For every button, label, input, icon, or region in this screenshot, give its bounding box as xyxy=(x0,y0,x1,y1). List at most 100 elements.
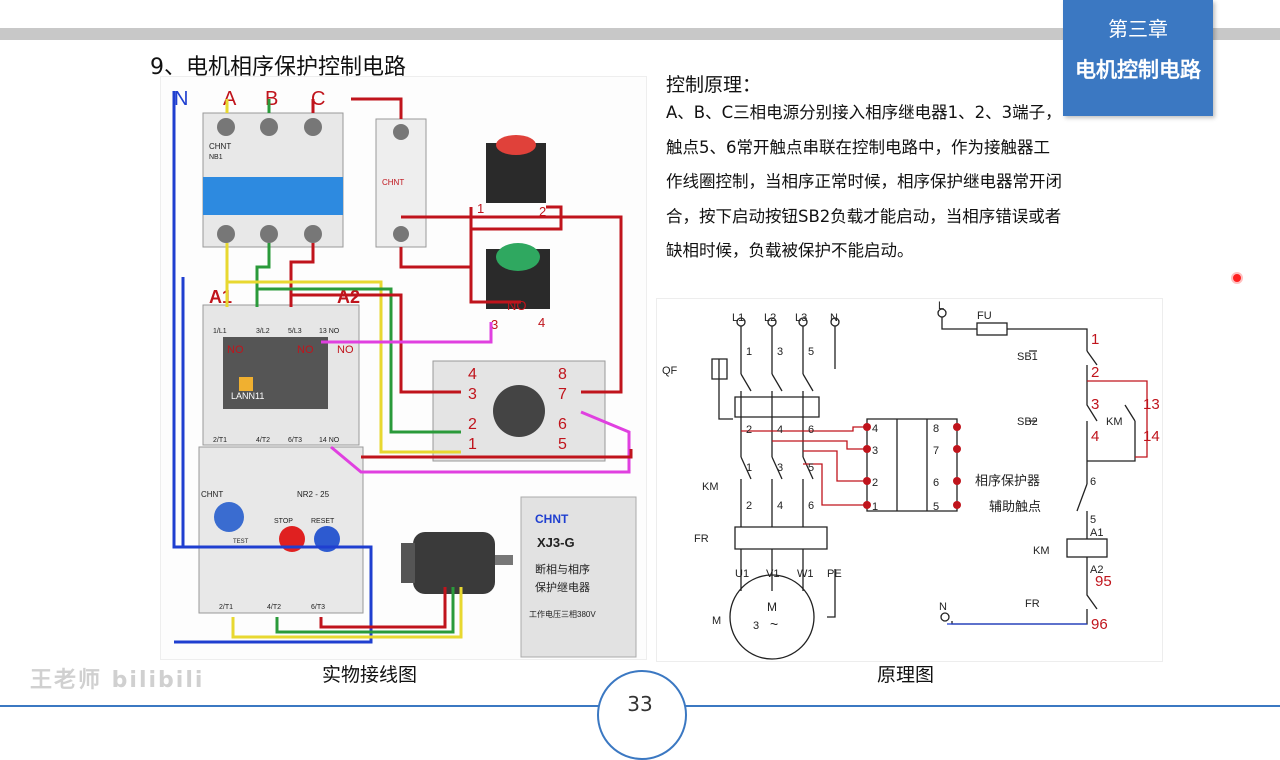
motor-three: 3 xyxy=(753,620,759,632)
wiring-illustration: N A B C CHNT NB1 CHNT 1 2 NO 3 4 A1 A2 1… xyxy=(172,88,637,658)
relay-pin: 5 xyxy=(933,501,939,513)
ctrl-number-red: 3 xyxy=(1091,396,1099,413)
relay-desc: 断相与相序 xyxy=(535,562,590,576)
chapter-title: 电机控制电路 xyxy=(1075,58,1201,82)
breaker-brand: CHNT xyxy=(209,142,231,151)
overload-model: NR2 - 25 xyxy=(297,490,330,499)
contactor-terminal: 5/L3 xyxy=(288,328,302,335)
phase-label: B xyxy=(265,88,278,110)
contactor-terminal: 14 NO xyxy=(319,437,340,444)
power-label: N xyxy=(830,312,838,324)
contactor-terminal: 13 NO xyxy=(319,328,340,335)
ctrl-km-coil-label: KM xyxy=(1033,545,1050,557)
ctrl-sb1-label: SB1 xyxy=(1017,351,1038,363)
relay-model: XJ3-G xyxy=(537,535,575,550)
no-mark: NO xyxy=(227,344,244,356)
terminal-number: 4 xyxy=(777,500,783,512)
ctrl-number-red: 4 xyxy=(1091,428,1099,445)
relay-desc: 保护继电器 xyxy=(535,580,590,594)
terminal-number: 3 xyxy=(777,462,783,474)
wires xyxy=(172,91,633,644)
km-label: KM xyxy=(702,481,719,493)
overload-brand: CHNT xyxy=(201,490,223,499)
terminal-number: 4 xyxy=(777,424,783,436)
ctrl-number-red: 95 xyxy=(1095,573,1112,590)
relay-pin: 6 xyxy=(933,477,939,489)
ctrl-number-red: 96 xyxy=(1091,616,1108,633)
overload-terminal: 4/T2 xyxy=(267,604,281,611)
terminal-number: 6 xyxy=(808,500,814,512)
power-label: L2 xyxy=(764,312,776,324)
terminal-number: 2 xyxy=(746,424,752,436)
ctrl-km-contact-label: KM xyxy=(1106,416,1123,428)
stop-button-sb1: 1 2 xyxy=(477,135,546,219)
qf-label: QF xyxy=(662,365,678,377)
overload-relay: CHNT NR2 - 25 STOP RESET TEST 2/T1 4/T2 … xyxy=(198,446,364,614)
overload-terminal: 6/T3 xyxy=(311,604,325,611)
overload-terminal: 2/T1 xyxy=(219,604,233,611)
socket-number: 5 xyxy=(558,436,567,453)
motor-terminal: W1 xyxy=(797,568,814,580)
ctrl-number: 6 xyxy=(1090,476,1096,488)
ctrl-number: A1 xyxy=(1090,527,1103,539)
relay-pin: 7 xyxy=(933,445,939,457)
button-no-label: NO xyxy=(507,298,527,313)
start-button-sb2: NO 3 4 xyxy=(486,243,550,332)
ctrl-l-label: L xyxy=(938,300,944,312)
relay-pin: 3 xyxy=(872,445,878,457)
contactor-terminal: 1/L1 xyxy=(213,328,227,335)
button-terminal: 2 xyxy=(539,204,546,219)
laser-pointer-icon xyxy=(1231,272,1243,284)
terminal-number: 5 xyxy=(808,462,814,474)
page-number: 33 xyxy=(627,692,653,716)
ctrl-fr-label: FR xyxy=(1025,598,1040,610)
chapter-number: 第三章 xyxy=(1108,17,1168,41)
power-label: L1 xyxy=(732,312,744,324)
phase-sequence-relay: CHNT XJ3-G 断相与相序 保护继电器 工作电压三相380V xyxy=(520,496,637,658)
terminal-number: 5 xyxy=(808,346,814,358)
no-mark: NO xyxy=(297,344,314,356)
motor-side-label: M xyxy=(712,615,721,627)
socket-number: 8 xyxy=(558,366,567,383)
terminal-number: 3 xyxy=(777,346,783,358)
no-mark: NO xyxy=(337,344,354,356)
button-terminal: 3 xyxy=(491,317,498,332)
circuit-breaker: CHNT NB1 xyxy=(202,112,344,248)
principle-heading: 控制原理： xyxy=(666,74,762,96)
breaker-model: NB1 xyxy=(209,154,223,161)
schematic-diagram: L1 L2 L3 N 1 3 5 2 4 6 1 3 5 2 4 6 QF KM… xyxy=(656,298,1163,662)
contactor-coil-label: A1 xyxy=(209,287,232,307)
ctrl-relay-label: 辅助触点 xyxy=(989,499,1041,514)
relay-pin: 4 xyxy=(872,423,878,435)
ctrl-number: 5 xyxy=(1090,514,1096,526)
contactor-terminal: 4/T2 xyxy=(256,437,270,444)
top-bar xyxy=(0,28,1280,40)
socket-number: 3 xyxy=(468,386,477,403)
overload-stop-label: STOP xyxy=(274,518,293,525)
ctrl-number-red: 1 xyxy=(1091,331,1099,348)
contactor-terminal: 2/T1 xyxy=(213,437,227,444)
ctrl-number-red: 14 xyxy=(1143,428,1160,445)
contactor-km: A1 A2 1/L1 3/L2 5/L3 13 NO 2/T1 4/T2 6/T… xyxy=(202,287,360,446)
terminal-number: 6 xyxy=(808,424,814,436)
relay-socket: 4 3 2 1 8 7 6 5 xyxy=(432,360,606,462)
relay-pin: 8 xyxy=(933,423,939,435)
photo-caption: 实物接线图 xyxy=(322,664,418,686)
contactor-terminal: 3/L2 xyxy=(256,328,270,335)
socket-number: 4 xyxy=(468,366,477,383)
motor-terminal: V1 xyxy=(766,568,779,580)
socket-number: 1 xyxy=(468,436,477,453)
relay-brand: CHNT xyxy=(535,512,569,526)
power-label: L3 xyxy=(795,312,807,324)
slide-title: 9、电机相序保护控制电路 xyxy=(150,55,406,80)
principle-body: A、B、C三相电源分别接入相序继电器1、2、3端子，触点5、6常开触点串联在控制… xyxy=(666,103,1062,260)
motor-terminal: U1 xyxy=(735,568,749,580)
fuse-brand: CHNT xyxy=(382,178,404,187)
contactor-model: LANN11 xyxy=(231,391,264,401)
phase-label: C xyxy=(311,88,325,110)
ctrl-fu-label: FU xyxy=(977,310,992,322)
motor-tilde: ~ xyxy=(770,616,778,632)
motor xyxy=(401,532,513,594)
motor-terminal: PE xyxy=(827,568,842,580)
relay-pin: 1 xyxy=(872,501,878,513)
